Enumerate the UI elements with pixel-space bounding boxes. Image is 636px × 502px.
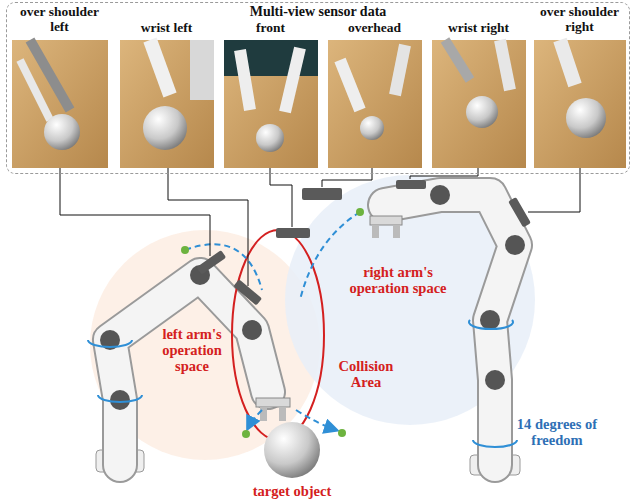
art-path <box>469 320 513 329</box>
camera-wires <box>60 168 580 286</box>
art-rect <box>328 40 422 168</box>
art-rect <box>260 407 267 421</box>
art-rect <box>534 40 626 168</box>
art-circle <box>480 310 500 330</box>
art-rect <box>279 407 286 421</box>
view-label: over shoulder left <box>10 4 110 34</box>
camera-view: front <box>222 20 320 168</box>
art-circle <box>505 235 525 255</box>
art-rect <box>12 40 108 168</box>
art-path <box>560 40 575 85</box>
art-path <box>385 195 515 465</box>
art-path <box>340 60 360 110</box>
art-rect <box>432 40 526 168</box>
camera-view: wrist left <box>118 20 216 168</box>
sensor-panel: Multi-view sensor dataover shoulder left… <box>6 2 630 174</box>
art-path <box>285 48 300 112</box>
art-circle <box>181 246 189 254</box>
art-path <box>98 395 142 402</box>
art-path <box>528 168 580 212</box>
view-label: over shoulder right <box>532 4 628 34</box>
art-rect <box>120 40 214 168</box>
art-circle <box>466 96 498 128</box>
art-rect <box>370 216 402 225</box>
art-path <box>385 195 515 465</box>
camera-view: over shoulder left <box>10 4 110 168</box>
art-path <box>110 275 268 465</box>
art-rect <box>190 40 214 100</box>
art-circle <box>360 116 384 140</box>
cameras <box>196 180 531 305</box>
art-circle <box>430 185 450 205</box>
object-label: target object <box>236 483 348 499</box>
art-path <box>110 275 268 465</box>
art-rect <box>393 225 400 238</box>
art-rect <box>256 398 290 407</box>
art-path <box>60 168 210 256</box>
art-rect <box>276 228 310 238</box>
art-path <box>445 40 470 80</box>
art-path <box>88 340 132 347</box>
art-path <box>322 168 372 187</box>
right-arm <box>370 185 525 475</box>
art-rect <box>196 250 226 275</box>
camera-view: wrist right <box>430 20 528 168</box>
art-path <box>168 168 248 286</box>
art-path <box>473 440 517 447</box>
region-label: left arm's operation space <box>152 326 232 374</box>
art-circle <box>242 320 262 340</box>
art-path <box>395 45 405 95</box>
camera-view: over shoulder right <box>532 4 628 168</box>
art-rect <box>396 180 426 189</box>
view-label: overhead <box>326 20 424 35</box>
art-rect <box>372 225 379 238</box>
panel-title: Multi-view sensor data <box>7 4 629 20</box>
art-circle <box>338 429 346 437</box>
art-circle <box>256 124 284 152</box>
target-sphere <box>264 422 320 478</box>
art-circle <box>44 114 80 150</box>
camera-view: overhead <box>326 20 424 168</box>
dof-label: 14 degrees of freedom <box>512 416 602 448</box>
art-path <box>240 50 250 110</box>
art-rect <box>302 188 342 200</box>
art-path <box>150 40 170 95</box>
art-path <box>185 244 262 290</box>
art-circle <box>143 106 187 150</box>
region-label: Collision Area <box>330 358 402 390</box>
art-circle <box>110 390 130 410</box>
region-label: right arm's operation space <box>340 264 456 296</box>
art-circle <box>242 430 250 438</box>
art-circle <box>485 370 505 390</box>
art-rect <box>508 197 531 227</box>
waypoints <box>181 208 364 438</box>
art-rect <box>224 40 318 168</box>
art-circle <box>566 98 606 138</box>
view-label: wrist right <box>430 20 528 35</box>
art-circle <box>356 208 364 216</box>
art-path <box>270 168 292 227</box>
art-path <box>500 40 510 90</box>
camera-thumbnails <box>12 40 626 168</box>
art-path <box>20 60 50 120</box>
collision-ellipse <box>232 230 324 440</box>
motion-paths <box>185 212 360 430</box>
view-label: wrist left <box>118 20 216 35</box>
left-arm <box>88 265 290 472</box>
view-label: front <box>222 20 320 35</box>
art-path <box>248 410 262 428</box>
